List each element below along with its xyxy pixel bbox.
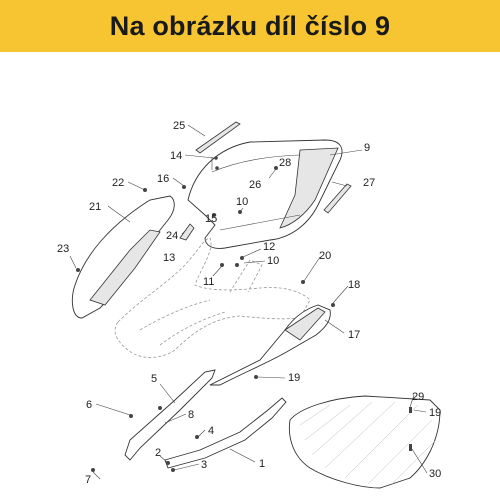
label-15: 15	[205, 213, 217, 225]
label-13: 13	[163, 252, 175, 264]
label-28: 28	[279, 157, 291, 169]
label-5: 5	[151, 373, 157, 385]
part-number-labels: 25 14 16 22 21 23 15 10 24 13 26 28 9 27…	[57, 120, 441, 486]
label-10-upper: 10	[236, 196, 248, 208]
label-6: 6	[86, 399, 92, 411]
part-29-hatching	[299, 401, 437, 485]
label-24: 24	[166, 230, 178, 242]
label-19-middle: 19	[288, 372, 300, 384]
part-25-trim-strip	[195, 121, 241, 154]
part-21-left-panel	[71, 195, 175, 319]
label-9: 9	[364, 142, 370, 154]
label-4: 4	[208, 425, 214, 437]
label-18: 18	[348, 279, 360, 291]
label-11: 11	[203, 276, 214, 288]
part-21-panel-detail	[89, 229, 161, 306]
part-24-clip	[179, 223, 195, 241]
label-20: 20	[319, 250, 331, 262]
label-23: 23	[57, 243, 69, 255]
label-25: 25	[173, 120, 185, 132]
part-5-lower-trim	[124, 369, 216, 461]
label-19-right: 19	[429, 407, 441, 419]
part-1-lower-strip	[164, 397, 287, 469]
part-27-small-strip	[323, 183, 352, 214]
label-12: 12	[263, 241, 275, 253]
part-9-inner-shade	[279, 147, 339, 229]
label-10-lower: 10	[267, 255, 279, 267]
floor-frame-outline	[114, 237, 311, 358]
label-8: 8	[188, 409, 194, 421]
label-14: 14	[170, 150, 182, 162]
label-3: 3	[201, 459, 207, 471]
label-21: 21	[89, 201, 101, 213]
fasteners	[76, 156, 412, 472]
label-30: 30	[429, 468, 441, 480]
label-2: 2	[155, 447, 161, 459]
label-7: 7	[85, 474, 91, 486]
label-1: 1	[259, 458, 265, 470]
part-29-floor-cover	[288, 395, 441, 489]
label-26: 26	[249, 179, 261, 191]
leader-lines	[69, 124, 428, 480]
label-27: 27	[363, 177, 375, 189]
label-17: 17	[348, 329, 360, 341]
exploded-parts-diagram: 25 14 16 22 21 23 15 10 24 13 26 28 9 27…	[57, 120, 441, 489]
banner-title: Na obrázku díl číslo 9	[109, 10, 391, 41]
label-16: 16	[157, 173, 169, 185]
label-22: 22	[112, 177, 124, 189]
part-17-panel-shade	[284, 307, 326, 341]
title-banner: Na obrázku díl číslo 9	[0, 0, 500, 52]
label-29: 29	[412, 391, 424, 403]
